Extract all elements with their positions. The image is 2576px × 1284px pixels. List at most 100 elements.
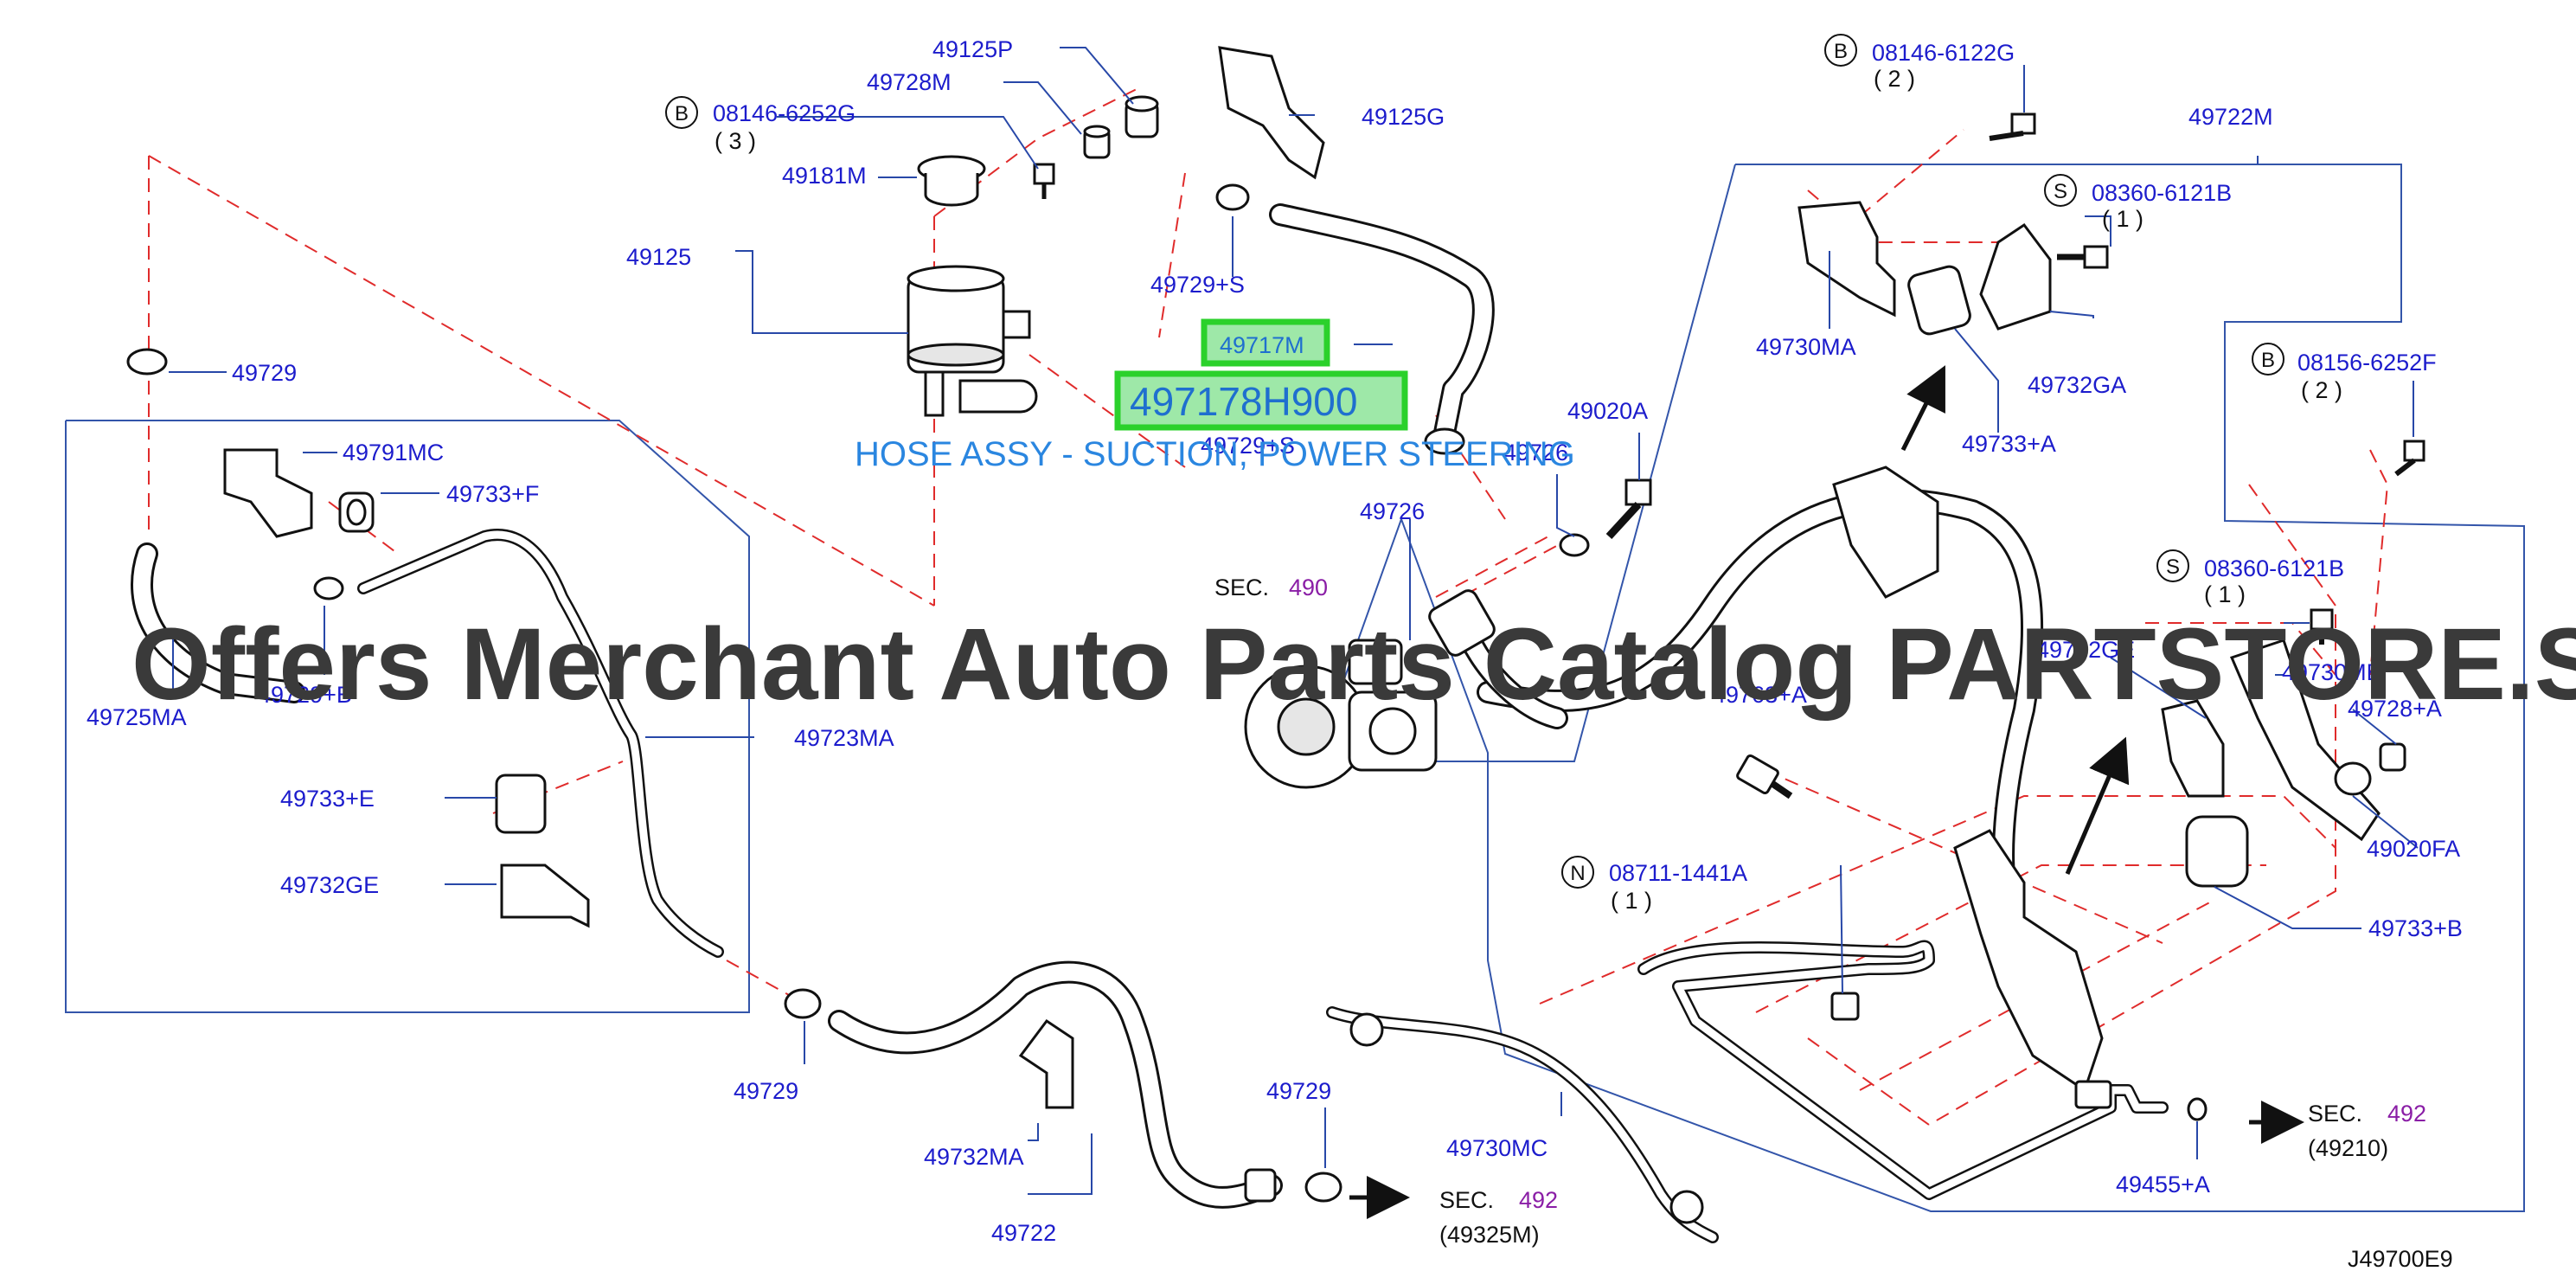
label-nut-08711-1441A[interactable]: 08711-1441A — [1609, 860, 1747, 886]
label-49722[interactable]: 49722 — [991, 1220, 1056, 1246]
label-49732MA[interactable]: 49732MA — [924, 1144, 1024, 1170]
reservoir-bracket — [1218, 46, 1325, 180]
label-qty: ( 1 ) — [2204, 581, 2246, 607]
label-49728M[interactable]: 49728M — [867, 69, 952, 95]
label-bolt-08146-6122G[interactable]: 08146-6122G — [1872, 40, 2015, 66]
clip — [500, 863, 590, 928]
label-49733-E[interactable]: 49733+E — [280, 786, 375, 812]
grommet — [2334, 761, 2372, 796]
label-qty: ( 3 ) — [714, 128, 756, 154]
label-qty: ( 2 ) — [2301, 377, 2342, 403]
label-bolt-08146-6252G[interactable]: 08146-6252G — [713, 100, 855, 126]
hose-end — [1244, 1168, 1277, 1203]
fitting — [2074, 1080, 2112, 1109]
clip — [2161, 699, 2225, 798]
label-49729[interactable]: 49729 — [232, 360, 297, 386]
collar — [2379, 742, 2406, 772]
o-ring — [2187, 1097, 2208, 1121]
label-qty: ( 2 ) — [1874, 66, 1915, 92]
bolt — [2057, 245, 2109, 269]
bolt — [2310, 608, 2334, 645]
screw-callout-letter: S — [2054, 180, 2067, 203]
label-49726[interactable]: 49726 — [1503, 440, 1568, 465]
label-49020FA[interactable]: 49020FA — [2367, 836, 2460, 862]
callout-circles: B B S B S N — [665, 34, 2284, 889]
power-steering-pump — [1244, 639, 1438, 789]
bolt — [1989, 112, 2036, 141]
bracket-mount — [1669, 1190, 1704, 1224]
highlighted-part-number[interactable]: 497178H900 — [1130, 379, 1357, 424]
section-492-link[interactable]: 492 — [1519, 1187, 1558, 1213]
hose-clamp — [1304, 1172, 1342, 1203]
grommet — [1125, 95, 1159, 138]
part-description: HOSE ASSY - SUCTION, POWER STEERING — [855, 435, 1575, 473]
label-49125[interactable]: 49125 — [626, 244, 691, 270]
bracket — [1953, 829, 2104, 1093]
section-word: SEC. — [1214, 575, 1269, 600]
label-49729-S[interactable]: 49729+S — [1150, 272, 1245, 298]
label-49791MC[interactable]: 49791MC — [343, 440, 444, 465]
label-49733-F[interactable]: 49733+F — [446, 481, 539, 507]
screw-callout-letter: S — [2166, 555, 2180, 579]
pressure-switch — [1736, 754, 1793, 799]
label-49732GA[interactable]: 49732GA — [2028, 372, 2126, 398]
label-49730MA[interactable]: 49730MA — [1756, 334, 1856, 360]
label-49729[interactable]: 49729 — [734, 1078, 798, 1104]
label-49732GE[interactable]: 49732GE — [280, 872, 379, 898]
section-492-link[interactable]: 492 — [2387, 1101, 2426, 1127]
clip — [1018, 1018, 1074, 1109]
grommet — [2185, 815, 2249, 888]
label-49125P[interactable]: 49125P — [932, 36, 1013, 62]
left-assembly-box — [65, 420, 750, 1013]
grommet — [338, 491, 375, 533]
label-bolt-08156-6252F[interactable]: 08156-6252F — [2297, 350, 2437, 376]
bolt-callout-letter: B — [675, 102, 689, 125]
label-screw-08360-6121B[interactable]: 08360-6121B — [2092, 180, 2232, 206]
bolt-callout-letter: B — [2261, 349, 2275, 372]
section-490-link[interactable]: 490 — [1289, 575, 1328, 600]
label-49730MB[interactable]: 49730MB — [2282, 659, 2382, 685]
reservoir-cap — [917, 155, 986, 207]
label-49763-A[interactable]: 49763+A — [1713, 682, 1807, 708]
label-49732GE[interactable]: 49732GE — [2036, 637, 2135, 663]
label-49722M[interactable]: 49722M — [2188, 104, 2273, 130]
label-49181M[interactable]: 49181M — [782, 163, 867, 189]
label-49733-A[interactable]: 49733+A — [1962, 431, 2056, 457]
label-49125G[interactable]: 49125G — [1362, 104, 1445, 130]
highlighted-ref-label[interactable]: 49717M — [1220, 332, 1304, 358]
bracket-mount — [1349, 1012, 1384, 1047]
grommet — [495, 774, 547, 834]
label-49729-B[interactable]: 49729+B — [258, 682, 352, 708]
bolt — [2394, 440, 2425, 477]
section-word: SEC. — [2308, 1101, 2362, 1127]
grommet — [1907, 265, 1971, 336]
label-qty: ( 1 ) — [2102, 206, 2143, 232]
section-ref: (49325M) — [1439, 1222, 1540, 1248]
reservoir — [907, 265, 1038, 417]
collar — [1083, 125, 1111, 159]
label-49726[interactable]: 49726 — [1360, 498, 1425, 524]
hoses — [131, 203, 2169, 1243]
leader-lines — [169, 47, 2419, 1195]
clip-bracket — [223, 448, 313, 538]
label-49455-A[interactable]: 49455+A — [2116, 1172, 2210, 1197]
section-ref: (49210) — [2308, 1135, 2388, 1161]
label-qty: ( 1 ) — [1611, 888, 1652, 914]
label-49729[interactable]: 49729 — [1266, 1078, 1331, 1104]
label-49725MA[interactable]: 49725MA — [87, 704, 187, 730]
connector — [1428, 589, 1496, 657]
label-49729-S[interactable]: 49729+S — [1201, 433, 1295, 459]
label-screw-08360-6121B[interactable]: 08360-6121B — [2204, 555, 2344, 581]
label-49730MC[interactable]: 49730MC — [1446, 1135, 1548, 1161]
label-49728-A[interactable]: 49728+A — [2348, 696, 2442, 722]
bolt — [1033, 163, 1055, 199]
label-49733-B[interactable]: 49733+B — [2368, 915, 2463, 941]
part-labels: 49125P 49728M 49125G 08146-6252G ( 3 ) 4… — [87, 36, 2463, 1246]
label-49723MA[interactable]: 49723MA — [794, 725, 894, 751]
bolt-callout-letter: B — [1834, 40, 1848, 63]
nut-callout-letter: N — [1570, 862, 1585, 885]
direction-arrows — [1349, 365, 2304, 1219]
hose-bracket — [1832, 465, 1939, 599]
label-49020A[interactable]: 49020A — [1567, 398, 1648, 424]
